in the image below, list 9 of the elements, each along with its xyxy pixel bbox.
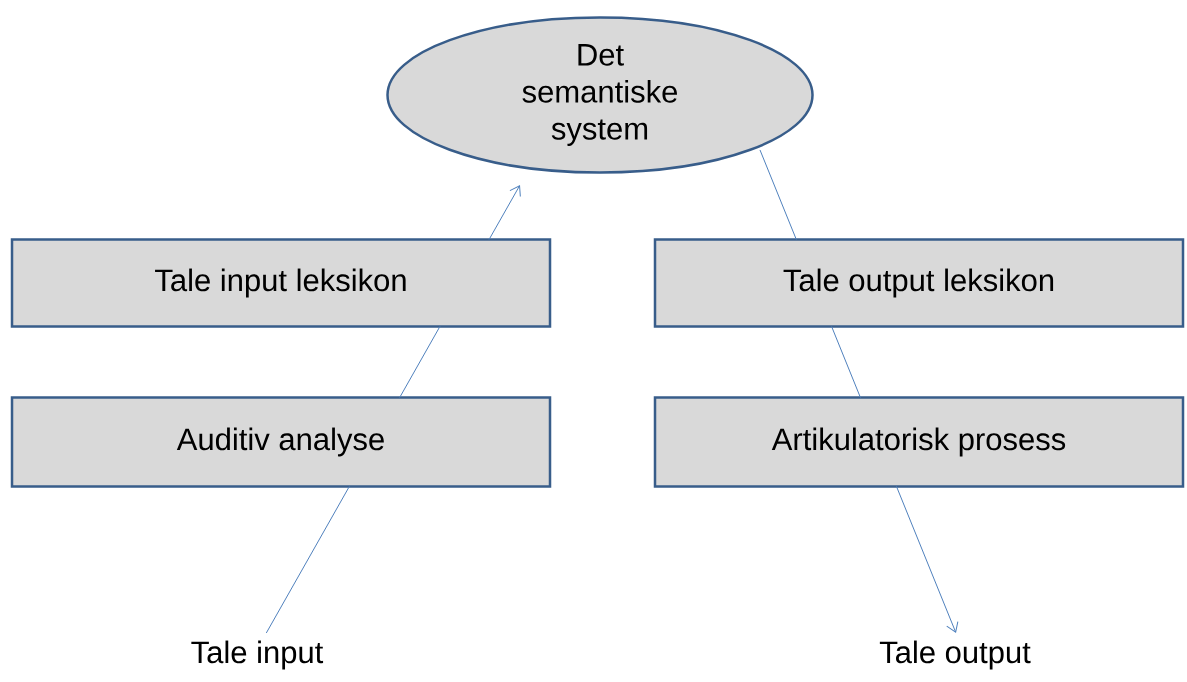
ellipse-node: Det semantiske system [386, 16, 814, 174]
process-box: Tale output leksikon [653, 238, 1185, 328]
arrow [896, 486, 959, 633]
process-box: Auditiv analyse [10, 396, 552, 488]
text-label: Tale input [191, 640, 324, 670]
text-label: Tale output [879, 640, 1031, 670]
arrow [488, 185, 521, 240]
process-box: Tale input leksikon [10, 238, 552, 328]
process-box: Artikulatorisk prosess [653, 396, 1185, 488]
